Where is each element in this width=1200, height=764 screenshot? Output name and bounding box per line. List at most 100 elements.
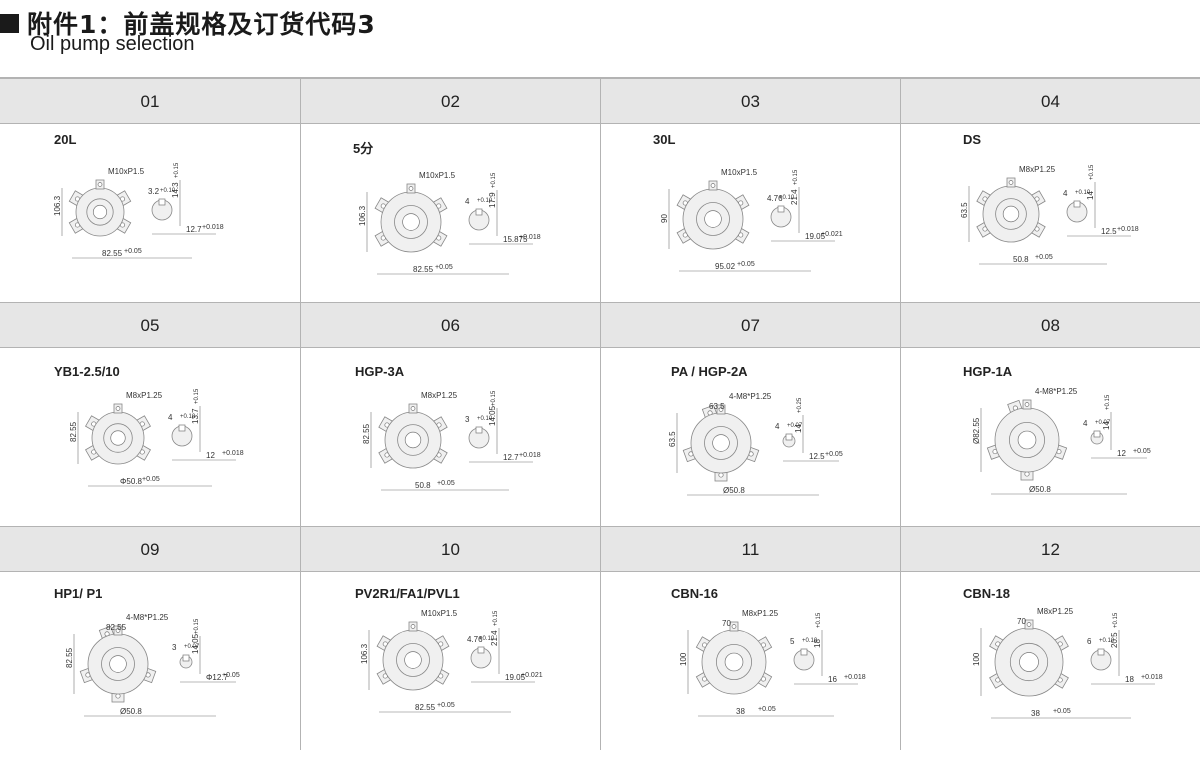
code-header: 10 bbox=[300, 527, 600, 572]
thread-label: M8xP1.25 bbox=[1037, 607, 1074, 616]
pcd-tolerance: +0.05 bbox=[1035, 254, 1053, 261]
model-name: PV2R1/FA1/PVL1 bbox=[355, 586, 460, 601]
pcd-label: Ø50.8 bbox=[120, 707, 142, 716]
key-width-tolerance: +0.10 bbox=[479, 636, 495, 642]
shaft-diameter-label: 19.05 bbox=[505, 673, 526, 682]
key-width-tolerance: +0.07 bbox=[1095, 420, 1111, 426]
key-width-label: 3 bbox=[172, 643, 177, 652]
key-height-label: 14 bbox=[1102, 421, 1111, 430]
shaft-bore bbox=[404, 431, 422, 449]
key-height-label: 13.7 bbox=[191, 408, 200, 424]
shaft-bore bbox=[404, 651, 422, 669]
shaft-tolerance: +0.018 bbox=[844, 674, 866, 681]
code-header: 08 bbox=[900, 303, 1200, 348]
height-dim-label: 100 bbox=[972, 652, 981, 666]
code-header: 07 bbox=[600, 303, 900, 348]
pcd-tolerance: +0.05 bbox=[124, 248, 142, 255]
key-height-tolerance: +0.15 bbox=[174, 162, 180, 178]
key-width-label: 4 bbox=[1083, 419, 1088, 428]
shaft-diameter-label: Φ12.7 bbox=[206, 673, 229, 682]
height-dim-label: 82.55 bbox=[69, 421, 78, 442]
shaft-tolerance: +0.018 bbox=[222, 450, 244, 457]
code-header: 05 bbox=[140, 315, 160, 335]
code-header: 01 bbox=[140, 91, 160, 111]
shaft-bore bbox=[1002, 205, 1020, 223]
key-slot bbox=[178, 424, 186, 432]
bolt-hole bbox=[718, 472, 724, 478]
flange-drawing: M10xP1.54.76+0.1021.4+0.1519.05+0.02182.… bbox=[360, 609, 543, 713]
key-width-label: 4 bbox=[775, 422, 780, 431]
shaft-tolerance: +0.018 bbox=[1117, 226, 1139, 233]
pcd-label: 38 bbox=[736, 707, 745, 716]
key-width-tolerance: +0.10 bbox=[180, 414, 196, 420]
shaft-tolerance: +0.018 bbox=[519, 452, 541, 459]
shaft-tolerance: +0.021 bbox=[521, 672, 543, 679]
height-dim-label: 100 bbox=[679, 652, 688, 666]
pcd-label: 95.02 bbox=[715, 262, 736, 271]
page-title: 附件1：前盖规格及订货代码3 bbox=[27, 10, 376, 39]
key-height-tolerance: +0.15 bbox=[194, 618, 200, 634]
width-dim-label: 70 bbox=[722, 619, 731, 628]
pcd-label: 82.55 bbox=[415, 703, 436, 712]
key-width-tolerance: +0.07 bbox=[787, 423, 803, 429]
thread-hole bbox=[1008, 180, 1014, 185]
pcd-tolerance: +0.05 bbox=[1053, 708, 1071, 715]
height-dim-label: 63.5 bbox=[960, 202, 969, 218]
width-dim-label: 63.5 bbox=[709, 402, 725, 411]
model-name: HGP-3A bbox=[355, 364, 405, 379]
thread-label: M10xP1.5 bbox=[419, 171, 456, 180]
thread-hole bbox=[731, 624, 737, 629]
code-header: 12 bbox=[900, 527, 1200, 572]
flange-drawing: M8xP1.254+0.1013.7+0.1512+0.018Φ50.8+0.0… bbox=[69, 388, 244, 487]
key-height-tolerance: +0.25 bbox=[797, 397, 803, 413]
key-width-tolerance: +0.10 bbox=[802, 638, 818, 644]
height-dim-label: 63.5 bbox=[668, 431, 677, 447]
shaft-diameter-label: 18 bbox=[1125, 675, 1134, 684]
flange-drawing: M8xP1.256+0.1020.5+0.1518+0.01838+0.0510… bbox=[972, 607, 1163, 719]
key-width-label: 3.2 bbox=[148, 187, 160, 196]
code-header: 11 bbox=[600, 527, 900, 572]
key-slot bbox=[1073, 200, 1081, 208]
key-width-label: 4 bbox=[465, 197, 470, 206]
key-height-label: 17.9 bbox=[488, 192, 497, 208]
key-height-label: 18 bbox=[813, 639, 822, 648]
bolt-hole bbox=[1024, 471, 1030, 477]
thread-hole bbox=[97, 182, 103, 187]
page-header: 附件1：前盖规格及订货代码3 Oil pump selection bbox=[0, 0, 1200, 72]
shaft-bore bbox=[109, 655, 127, 673]
shaft-bore bbox=[712, 434, 730, 452]
key-height-label: 14.3 bbox=[171, 182, 180, 198]
thread-label: 4-M8*P1.25 bbox=[126, 613, 169, 622]
shaft-tolerance: +0.021 bbox=[821, 231, 843, 238]
thread-hole bbox=[410, 406, 416, 411]
key-slot bbox=[475, 426, 483, 434]
key-slot bbox=[800, 648, 808, 656]
key-width-label: 6 bbox=[1087, 637, 1092, 646]
pcd-label: Ø50.8 bbox=[1029, 485, 1051, 494]
width-dim-label: 70 bbox=[1017, 617, 1026, 626]
thread-hole bbox=[710, 183, 716, 188]
thread-hole bbox=[718, 407, 724, 412]
key-width-tolerance: +0.10 bbox=[477, 416, 493, 422]
page-subtitle: Oil pump selection bbox=[30, 33, 195, 55]
pcd-tolerance: +0.05 bbox=[142, 476, 160, 483]
key-width-label: 4.76 bbox=[467, 635, 483, 644]
flange-drawing: M10xP1.53.2+0.1014.3+0.1512.7+0.01882.55… bbox=[53, 162, 224, 259]
flange-drawing: M8xP1.253+0.1014.05+0.1512.7+0.01850.8+0… bbox=[362, 390, 541, 491]
key-height-label: 21.4 bbox=[490, 630, 499, 646]
flange-drawing: M10xP1.54.76+0.1021.4+0.1519.05+0.02195.… bbox=[660, 168, 843, 272]
key-width-tolerance: +0.10 bbox=[477, 198, 493, 204]
width-dim-label: 82.55 bbox=[106, 623, 127, 632]
